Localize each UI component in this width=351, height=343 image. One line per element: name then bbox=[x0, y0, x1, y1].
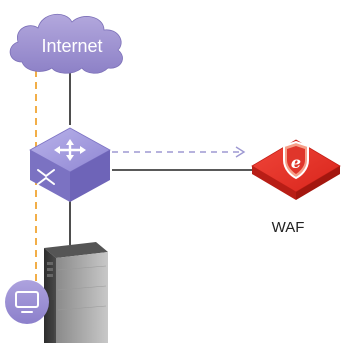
switch bbox=[29, 127, 111, 202]
mirror-arrowhead bbox=[235, 146, 246, 158]
switch-icon bbox=[29, 127, 111, 202]
waf-label: WAF bbox=[272, 219, 305, 236]
monitor-icon bbox=[5, 280, 49, 324]
internet-cloud: Internet bbox=[9, 14, 123, 74]
svg-text:e: e bbox=[291, 153, 301, 172]
cloud-label: Internet bbox=[41, 36, 102, 56]
monitor-node bbox=[5, 280, 49, 324]
cloud-icon bbox=[9, 14, 123, 74]
server-icon bbox=[44, 242, 108, 343]
server bbox=[44, 242, 108, 343]
waf-device: e WAF bbox=[251, 139, 341, 236]
shield-icon: e bbox=[251, 139, 341, 200]
